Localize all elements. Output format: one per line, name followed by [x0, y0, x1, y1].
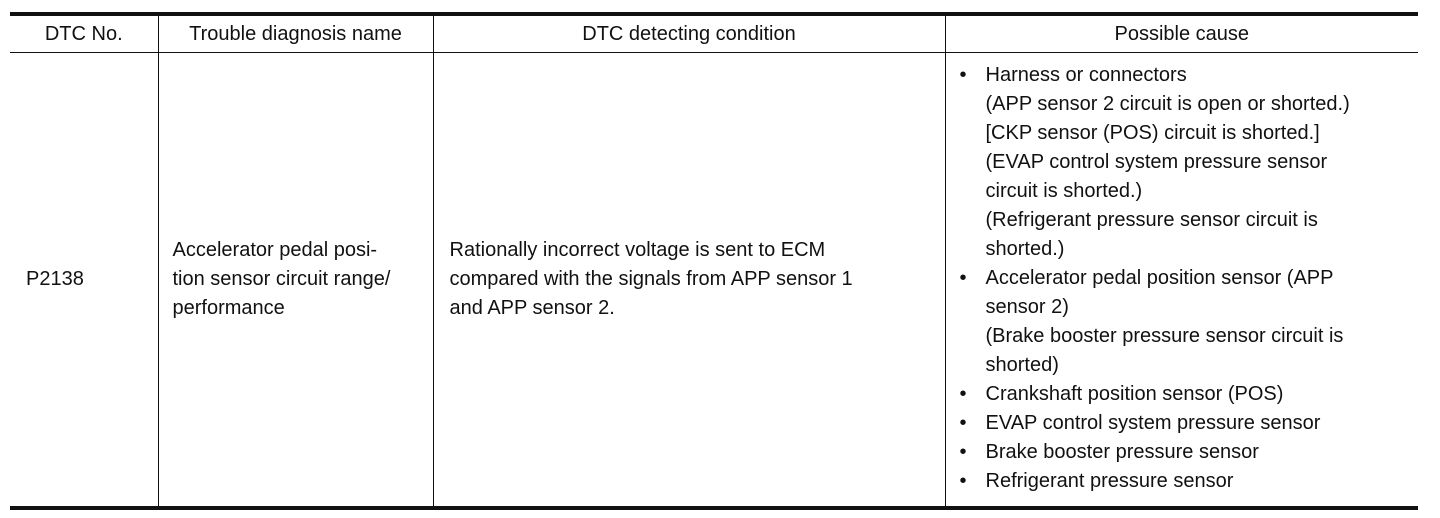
list-item: • Accelerator pedal position sensor (APP s… [958, 264, 1413, 380]
condition-line: compared with the signals from APP senso… [449, 267, 853, 290]
cause-detail: (APP sensor 2 circuit is open or shorted… [985, 92, 1350, 115]
dtc-table: DTC No. Trouble diagnosis name DTC detec… [10, 12, 1418, 510]
possible-cause-cell: • Harness or connectors (APP sensor 2 circ… [944, 52, 1418, 508]
condition-line: and APP sensor 2. [449, 296, 615, 319]
header-dtc-detecting-condition: DTC detecting condition [432, 14, 945, 53]
bullet-icon: • [959, 440, 967, 463]
possible-cause-list: • Harness or connectors (APP sensor 2 circ… [958, 61, 1413, 496]
cause-title: Harness or connectors [985, 63, 1187, 86]
list-item: • EVAP control system pressure sensor [958, 409, 1413, 438]
cause-detail: shorted.) [985, 237, 1065, 260]
cause-title: Accelerator pedal position sensor (APP [985, 266, 1334, 289]
trouble-name-line: tion sensor circuit range/ [172, 267, 391, 290]
header-dtc-no: DTC No. [10, 14, 158, 53]
list-item: • Crankshaft position sensor (POS) [958, 380, 1413, 409]
bullet-icon: • [959, 469, 967, 492]
dtc-number-cell: P2138 [10, 53, 158, 508]
dtc-number: P2138 [26, 267, 84, 290]
cause-detail: circuit is shorted.) [985, 179, 1143, 202]
cause-detail: shorted) [985, 353, 1059, 376]
bullet-icon: • [959, 382, 967, 405]
cause-title: Crankshaft position sensor (POS) [985, 382, 1284, 405]
cause-detail: sensor 2) [985, 295, 1069, 318]
table-body: P2138 Accelerator pedal posi- tion senso… [10, 52, 1418, 508]
list-item: • Refrigerant pressure sensor [958, 467, 1413, 496]
cause-detail: (Refrigerant pressure sensor circuit is [985, 208, 1318, 231]
cause-detail: (Brake booster pressure sensor circuit i… [985, 324, 1344, 347]
cause-detail: [CKP sensor (POS) circuit is shorted.] [985, 121, 1320, 144]
table-header: DTC No. Trouble diagnosis name DTC detec… [10, 14, 1418, 53]
cause-title: Brake booster pressure sensor [985, 440, 1259, 463]
condition-line: Rationally incorrect voltage is sent to … [449, 238, 826, 261]
detecting-condition-cell: Rationally incorrect voltage is sent to … [432, 52, 945, 508]
trouble-name-line: Accelerator pedal posi- [172, 238, 378, 261]
list-item: • Harness or connectors (APP sensor 2 circ… [958, 61, 1413, 264]
trouble-name-line: performance [172, 296, 285, 319]
header-trouble-diagnosis-name: Trouble diagnosis name [157, 14, 433, 53]
trouble-diagnosis-name-cell: Accelerator pedal posi- tion sensor circ… [157, 52, 433, 508]
cause-title: Refrigerant pressure sensor [985, 469, 1234, 492]
bullet-icon: • [959, 411, 967, 434]
header-possible-cause: Possible cause [944, 14, 1418, 53]
cause-title: EVAP control system pressure sensor [985, 411, 1321, 434]
bullet-icon: • [959, 266, 967, 289]
header-row: DTC No. Trouble diagnosis name DTC detec… [10, 14, 1418, 53]
table-row: P2138 Accelerator pedal posi- tion senso… [10, 52, 1418, 508]
list-item: • Brake booster pressure sensor [958, 438, 1413, 467]
bullet-icon: • [959, 63, 967, 86]
cause-detail: (EVAP control system pressure sensor [985, 150, 1328, 173]
